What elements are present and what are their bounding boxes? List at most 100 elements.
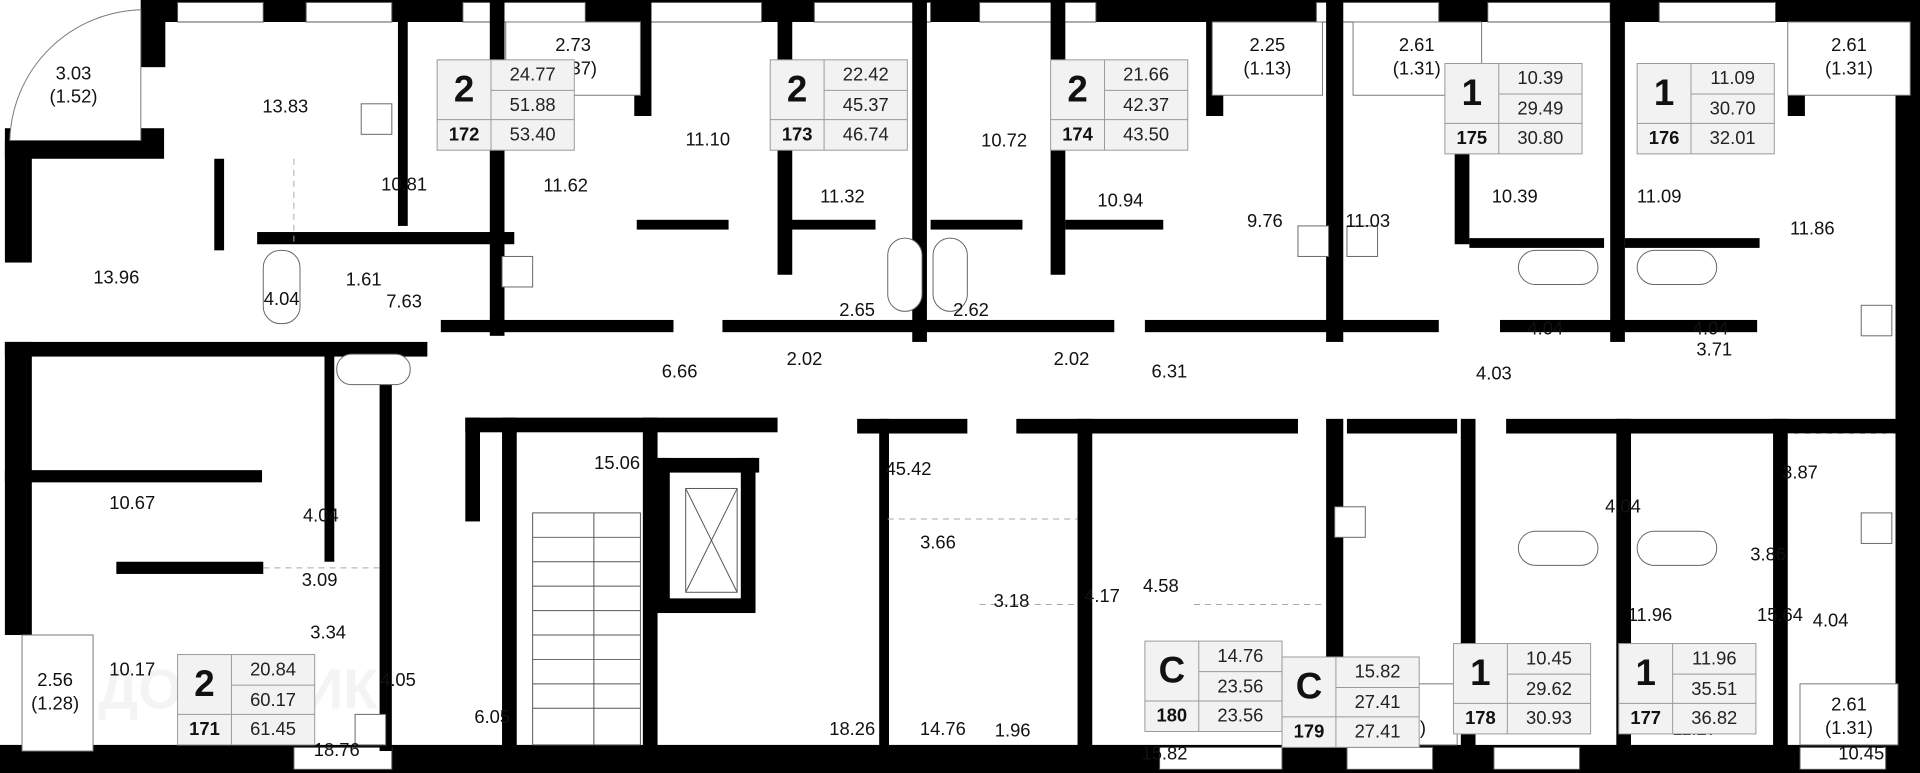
- living-area: 15.82: [1355, 661, 1401, 682]
- room-count: 1: [1635, 652, 1655, 693]
- total-area: 51.88: [510, 94, 556, 115]
- hob: [1334, 506, 1366, 538]
- room-area-label: 3.71: [1696, 338, 1732, 359]
- room-area-label: 11.10: [685, 128, 730, 149]
- total-area-with-balcony: 30.80: [1517, 127, 1563, 148]
- apartment-number: 179: [1294, 721, 1325, 742]
- living-area: 20.84: [250, 658, 296, 679]
- living-area: 21.66: [1123, 64, 1169, 85]
- room-area-label: 2.02: [787, 348, 823, 369]
- balcony-reduced-area: (1.13): [1243, 57, 1291, 78]
- room-area-label: 6.66: [662, 360, 698, 381]
- room-area-label: 1.61: [346, 269, 382, 290]
- balcony-labels: 3.03(1.52)2.73(1.37)2.25(1.13)2.61(1.31)…: [31, 34, 1873, 738]
- room-area-label: 11.03: [1345, 210, 1390, 231]
- room-count: 1: [1462, 72, 1482, 113]
- apartment-number: 171: [189, 718, 220, 739]
- bathtub: [1636, 530, 1718, 566]
- room-area-label: 3.86: [1750, 543, 1786, 564]
- total-area-with-balcony: 61.45: [250, 718, 296, 739]
- room-count: С: [1159, 650, 1186, 691]
- room-area-label: 18.26: [829, 718, 875, 739]
- total-area-with-balcony: 53.40: [510, 123, 556, 144]
- room-area-label: 6.05: [474, 706, 510, 727]
- apartment-number: 175: [1457, 127, 1488, 148]
- interior-walls: [4, 0, 1898, 752]
- apartment-number: 178: [1465, 707, 1496, 728]
- balcony-area: 3.03: [56, 62, 92, 83]
- bathtub: [1517, 249, 1599, 286]
- room-area-label: 11.09: [1637, 186, 1682, 207]
- total-area: 23.56: [1217, 675, 1263, 696]
- room-count: 1: [1470, 652, 1490, 693]
- zone-separators: [263, 158, 1896, 605]
- room-count: 2: [194, 663, 214, 704]
- balcony-reduced-area: (1.31): [1393, 57, 1441, 78]
- total-area: 60.17: [250, 689, 296, 710]
- total-area: 30.70: [1710, 98, 1756, 119]
- living-area: 10.45: [1526, 647, 1572, 668]
- balcony-area: 2.25: [1249, 34, 1285, 55]
- apartment-plate[interactable]: 2 171 20.84 60.17 61.45: [177, 654, 316, 746]
- room-area-label: 11.62: [543, 175, 588, 196]
- room-area-label: 18.76: [314, 739, 360, 760]
- bathtub: [932, 237, 968, 312]
- bathtub: [336, 353, 411, 386]
- bathtub: [887, 237, 923, 312]
- balcony-reduced-area: (1.31): [1825, 57, 1873, 78]
- hob: [1346, 225, 1379, 257]
- total-area: 45.37: [843, 94, 889, 115]
- bathtub: [1636, 249, 1718, 286]
- balcony-area: 2.61: [1831, 694, 1867, 715]
- room-area-label: 3.09: [302, 569, 338, 590]
- apartment-number: 176: [1649, 127, 1680, 148]
- room-count: 2: [454, 68, 474, 109]
- balcony-arc: [9, 9, 142, 141]
- room-area-label: 13.96: [93, 266, 139, 287]
- room-area-label: 4.04: [303, 504, 339, 525]
- balcony-area: 2.56: [37, 669, 73, 690]
- room-area-label: 3.66: [920, 531, 956, 552]
- room-area-label: 10.17: [109, 658, 155, 679]
- living-area: 14.76: [1217, 645, 1263, 666]
- room-count: 2: [1067, 68, 1087, 109]
- balcony-area: 2.61: [1399, 34, 1435, 55]
- room-area-label: 2.02: [1054, 348, 1090, 369]
- room-area-label: 6.31: [1152, 360, 1188, 381]
- bathtub: [262, 249, 301, 325]
- room-area-label: 10.94: [1097, 189, 1143, 210]
- balcony-area: 2.61: [1831, 34, 1867, 55]
- room-area-label: 4.04: [1813, 609, 1849, 630]
- apartment-number: 174: [1062, 123, 1093, 144]
- total-area: 29.62: [1526, 678, 1572, 699]
- room-area-label: 4.04: [1693, 318, 1729, 339]
- room-area-label: 14.76: [920, 718, 966, 739]
- room-area-label: 7.63: [386, 291, 422, 312]
- room-area-label: 4.04: [264, 288, 300, 309]
- balcony-reduced-area: (1.52): [49, 86, 97, 107]
- total-area-with-balcony: 43.50: [1123, 123, 1169, 144]
- room-area-label: 2.65: [839, 299, 875, 320]
- living-area: 11.09: [1710, 67, 1755, 88]
- room-area-label: 11.86: [1790, 217, 1835, 238]
- top-windows: [177, 1, 1777, 23]
- balcony-reduced-area: (1.31): [1825, 717, 1873, 738]
- balcony-reduced-area: (1.28): [31, 692, 79, 713]
- elevator: [685, 487, 738, 593]
- room-area-label: 9.76: [1247, 210, 1283, 231]
- room-area-label: 10.72: [981, 130, 1027, 151]
- bottom-windows: [293, 746, 1887, 770]
- room-area-label: 11.32: [820, 186, 865, 207]
- room-area-label: 45.42: [886, 458, 932, 479]
- hob: [1860, 304, 1893, 337]
